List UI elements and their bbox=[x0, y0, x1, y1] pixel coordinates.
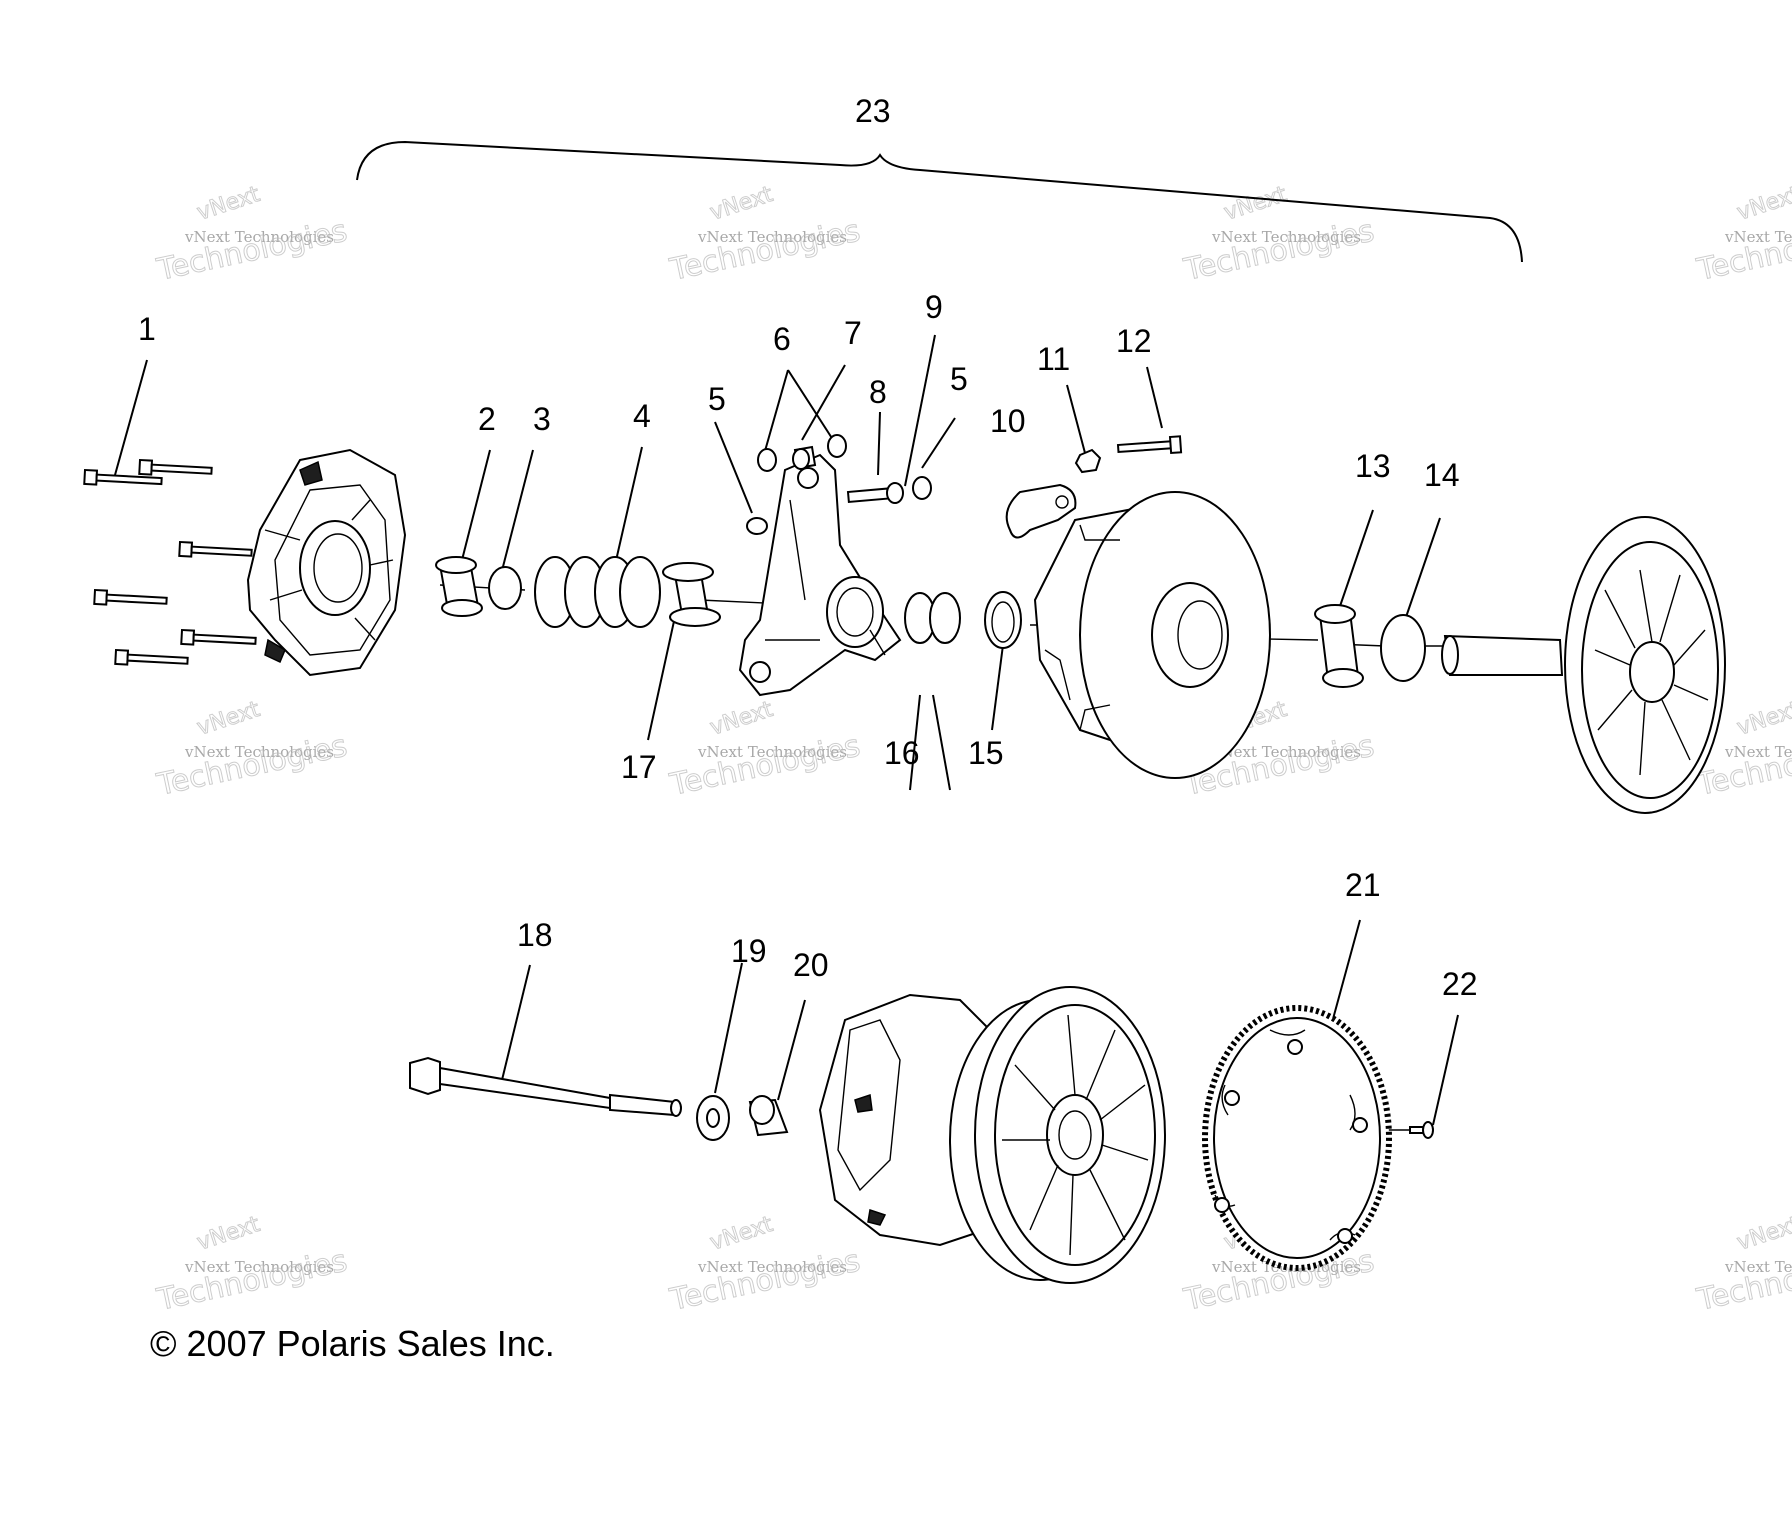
watermark: vNext vNext Technologies Technologies bbox=[1693, 1211, 1792, 1318]
watermark: vNext vNext Technologies Technologies bbox=[1693, 181, 1792, 288]
callout-3: 3 bbox=[533, 401, 551, 437]
svg-text:vNext: vNext bbox=[707, 697, 776, 741]
callout-14: 14 bbox=[1424, 457, 1460, 493]
part-13-bushing bbox=[1314, 604, 1364, 688]
part-10-weight bbox=[1005, 483, 1077, 539]
svg-text:vNext Technologies: vNext Technologies bbox=[697, 743, 847, 761]
svg-text:Technologies: Technologies bbox=[666, 214, 863, 289]
callout-5: 5 bbox=[708, 381, 726, 417]
callout-11: 11 bbox=[1037, 341, 1070, 377]
callout-8: 8 bbox=[869, 374, 887, 410]
watermark: vNext vNext Technologies Technologies bbox=[153, 1211, 351, 1319]
svg-text:Technologies: Technologies bbox=[1180, 214, 1377, 289]
svg-text:vNext Technologies: vNext Technologies bbox=[184, 228, 334, 246]
svg-text:vNext Technologies: vNext Technologies bbox=[1211, 743, 1361, 761]
part-15-seal bbox=[984, 591, 1022, 649]
part-8-pin bbox=[846, 487, 890, 504]
svg-text:vNext: vNext bbox=[194, 697, 263, 741]
svg-text:Technologies: Technologies bbox=[666, 729, 863, 804]
watermark: vNext vNext Technologies Technologies bbox=[1180, 181, 1378, 289]
callout-13: 13 bbox=[1355, 448, 1391, 484]
callout-22: 22 bbox=[1442, 966, 1478, 1002]
watermark: vNext vNext Technologies Technologies bbox=[153, 181, 351, 289]
svg-text:vNext: vNext bbox=[194, 1212, 263, 1256]
watermark: vNext vNext Technologies Technologies bbox=[666, 1211, 864, 1319]
leader-lines bbox=[114, 334, 1459, 1131]
part-5-button bbox=[912, 476, 932, 500]
svg-text:vNext Technologies: vNext Technologies bbox=[697, 228, 847, 246]
part-6-washer bbox=[827, 434, 847, 458]
svg-text:vNext Technologies: vNext Technologies bbox=[184, 1258, 334, 1276]
callout-1: 1 bbox=[138, 311, 156, 347]
clutch-assembly bbox=[818, 986, 1166, 1284]
part-16-shim bbox=[929, 592, 961, 644]
svg-text:vNext: vNext bbox=[194, 182, 263, 226]
svg-text:vNext Technologies: vNext Technologies bbox=[1724, 1258, 1792, 1276]
assembly-brace bbox=[356, 140, 1523, 263]
part-11-nut bbox=[1074, 448, 1102, 474]
part-14-ring bbox=[1380, 614, 1426, 682]
callout-7: 7 bbox=[844, 315, 862, 351]
callout-16: 16 bbox=[884, 735, 920, 771]
part-22-screw bbox=[1409, 1121, 1434, 1139]
svg-text:Technologies: Technologies bbox=[153, 1244, 350, 1319]
callout-15: 15 bbox=[968, 735, 1004, 771]
part-20-spacer bbox=[748, 1095, 789, 1137]
watermark: vNext vNext Technologies Technologies bbox=[666, 696, 864, 804]
callout-21: 21 bbox=[1345, 867, 1381, 903]
part-1-bolts bbox=[83, 458, 257, 666]
svg-text:vNext Technologies: vNext Technologies bbox=[1724, 228, 1792, 246]
part-17-sleeve bbox=[662, 562, 721, 627]
callout-17: 17 bbox=[621, 749, 657, 785]
watermark: vNext vNext Technologies Technologies bbox=[153, 696, 351, 804]
watermark: vNext vNext Technologies Technologies bbox=[666, 181, 864, 289]
callout-19: 19 bbox=[731, 933, 767, 969]
part-9-washer bbox=[886, 482, 904, 504]
svg-text:vNext: vNext bbox=[1734, 697, 1792, 741]
svg-text:vNext: vNext bbox=[1221, 182, 1290, 226]
callout-6: 6 bbox=[773, 321, 791, 357]
svg-text:Technologies: Technologies bbox=[666, 1244, 863, 1319]
svg-text:vNext: vNext bbox=[1734, 1212, 1792, 1256]
part-4-spring bbox=[534, 556, 661, 628]
callout-4: 4 bbox=[633, 398, 651, 434]
part-2-bushing bbox=[435, 556, 483, 617]
drive-cover bbox=[246, 448, 407, 677]
svg-text:vNext Technologies: vNext Technologies bbox=[1211, 228, 1361, 246]
svg-text:vNext: vNext bbox=[707, 182, 776, 226]
svg-text:vNext Technologies: vNext Technologies bbox=[1724, 743, 1792, 761]
callout-9: 9 bbox=[925, 289, 943, 325]
svg-text:vNext: vNext bbox=[1734, 182, 1792, 226]
part-21-ring-gear bbox=[1202, 1005, 1392, 1271]
stationary-sheave bbox=[1441, 516, 1726, 814]
callout-18: 18 bbox=[517, 917, 553, 953]
svg-text:vNext Technologies: vNext Technologies bbox=[184, 743, 334, 761]
part-6-washer bbox=[757, 448, 777, 472]
part-19-washer bbox=[696, 1095, 730, 1141]
svg-text:vNext Technologies: vNext Technologies bbox=[697, 1258, 847, 1276]
svg-text:Technologies: Technologies bbox=[153, 729, 350, 804]
part-18-bolt bbox=[409, 1056, 682, 1117]
callout-labels: 23 1 2 3 4 5 6 7 8 9 5 10 11 12 13 14 17… bbox=[138, 93, 1478, 1002]
svg-text:vNext: vNext bbox=[707, 1212, 776, 1256]
moveable-sheave bbox=[1033, 491, 1271, 779]
part-3-ring bbox=[488, 566, 522, 610]
svg-text:Technologies: Technologies bbox=[153, 214, 350, 289]
callout-20: 20 bbox=[793, 947, 829, 983]
callout-12: 12 bbox=[1116, 323, 1152, 359]
part-12-bolt bbox=[1116, 435, 1183, 455]
part-5-button bbox=[746, 517, 768, 535]
callout-23: 23 bbox=[855, 93, 891, 129]
part-7-roller bbox=[792, 445, 817, 470]
callout-10: 10 bbox=[990, 403, 1026, 439]
copyright-text: © 2007 Polaris Sales Inc. bbox=[150, 1323, 555, 1364]
callout-5: 5 bbox=[950, 361, 968, 397]
callout-2: 2 bbox=[478, 401, 496, 437]
spider-assembly bbox=[738, 453, 902, 697]
